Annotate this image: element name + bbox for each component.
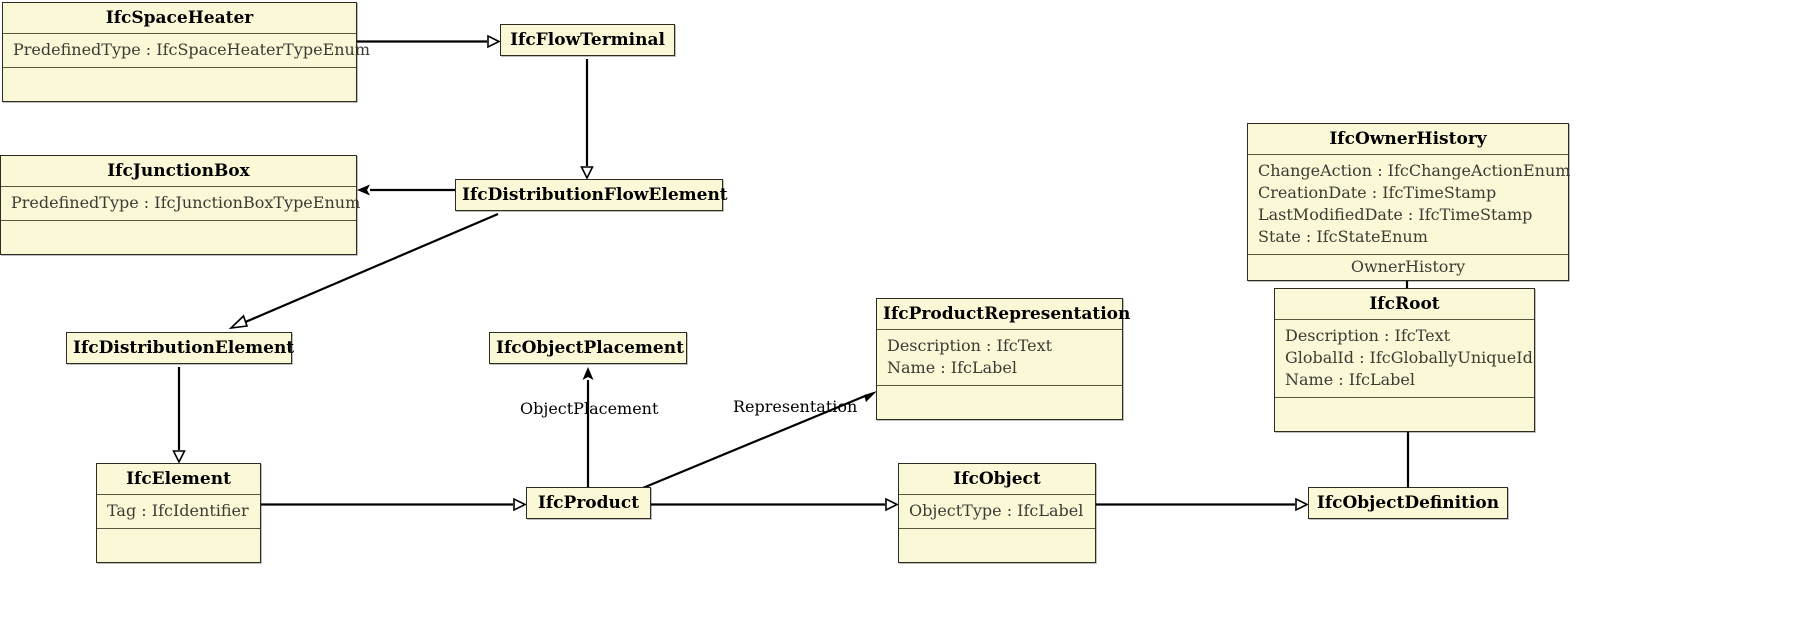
- association-role-label: OwnerHistory: [1350, 257, 1466, 276]
- class-operations-empty: [1, 221, 356, 254]
- attribute: PredefinedType : IfcJunctionBoxTypeEnum: [11, 193, 361, 212]
- class-title: IfcObject: [953, 469, 1041, 489]
- class-box-ifcproductrepresentation[interactable]: IfcProductRepresentation Description : I…: [876, 298, 1131, 420]
- compartment-separator: [97, 494, 260, 495]
- class-operations-empty: [899, 529, 1095, 562]
- class-title: IfcObjectPlacement: [496, 338, 684, 358]
- compartment-separator: [3, 67, 356, 68]
- edge-label-representation: Representation: [733, 397, 858, 416]
- class-box-ifcproduct[interactable]: IfcProduct: [526, 487, 651, 519]
- class-title: IfcJunctionBox: [107, 161, 250, 181]
- class-operations-empty: [97, 529, 260, 562]
- class-box-ifcownerhistory[interactable]: IfcOwnerHistory ChangeAction : IfcChange…: [1247, 123, 1571, 281]
- compartment-separator: [1275, 397, 1534, 398]
- edge-label-objectplacement: ObjectPlacement: [520, 399, 659, 418]
- compartment-separator: [1248, 154, 1568, 155]
- compartment-separator: [1275, 319, 1534, 320]
- class-attributes: Description : IfcText Name : IfcLabel: [877, 330, 1122, 385]
- compartment-separator: [3, 33, 356, 34]
- edge-distributionelement-to-element: [172, 367, 186, 464]
- attribute: LastModifiedDate : IfcTimeStamp: [1258, 205, 1533, 224]
- class-attributes: PredefinedType : IfcJunctionBoxTypeEnum: [1, 187, 361, 220]
- class-box-ifcobjectplacement[interactable]: IfcObjectPlacement: [489, 332, 687, 364]
- class-title: IfcOwnerHistory: [1329, 129, 1487, 149]
- class-box-ifcflowterminal[interactable]: IfcFlowTerminal: [500, 24, 675, 56]
- class-box-ifcjunctionbox[interactable]: IfcJunctionBox PredefinedType : IfcJunct…: [0, 155, 361, 255]
- attribute: Name : IfcLabel: [887, 358, 1017, 377]
- compartment-separator: [877, 385, 1122, 386]
- class-title: IfcProductRepresentation: [883, 304, 1131, 324]
- class-operations-empty: [3, 68, 356, 101]
- class-attributes: ObjectType : IfcLabel: [899, 495, 1095, 528]
- edge-element-to-product: [261, 497, 527, 512]
- edge-flowterminal-to-distributionflowelement: [580, 59, 594, 180]
- edge-product-to-objectplacement: [582, 367, 594, 487]
- class-box-ifcelement[interactable]: IfcElement Tag : IfcIdentifier: [96, 463, 261, 563]
- attribute: Name : IfcLabel: [1285, 370, 1415, 389]
- compartment-separator: [899, 528, 1095, 529]
- compartment-separator: [97, 528, 260, 529]
- class-title: IfcDistributionElement: [73, 338, 295, 358]
- compartment-separator: [877, 329, 1122, 330]
- class-box-ifcobject[interactable]: IfcObject ObjectType : IfcLabel: [898, 463, 1096, 563]
- class-box-ifcobjectdefinition[interactable]: IfcObjectDefinition: [1308, 487, 1508, 519]
- attribute: Tag : IfcIdentifier: [107, 501, 249, 520]
- attribute: ObjectType : IfcLabel: [909, 501, 1084, 520]
- attribute: PredefinedType : IfcSpaceHeaterTypeEnum: [13, 40, 371, 59]
- class-title: IfcElement: [126, 469, 231, 489]
- compartment-separator: [1248, 254, 1568, 255]
- attribute: Description : IfcText: [1285, 326, 1451, 345]
- compartment-separator: [1, 220, 356, 221]
- attribute: GlobalId : IfcGloballyUniqueId: [1285, 348, 1533, 367]
- class-box-ifcspaceheater[interactable]: IfcSpaceHeater PredefinedType : IfcSpace…: [2, 2, 371, 102]
- edge-product-to-object: [651, 497, 899, 512]
- edge-spaceheater-to-flowterminal: [357, 34, 501, 49]
- class-attributes: PredefinedType : IfcSpaceHeaterTypeEnum: [3, 34, 371, 67]
- class-box-ifcdistributionelement[interactable]: IfcDistributionElement: [66, 332, 295, 364]
- attribute: CreationDate : IfcTimeStamp: [1258, 183, 1497, 202]
- attribute: State : IfcStateEnum: [1258, 227, 1428, 246]
- class-operations-empty: [877, 386, 1122, 419]
- class-box-ifcroot[interactable]: IfcRoot Description : IfcText GlobalId :…: [1274, 288, 1535, 432]
- class-attributes: ChangeAction : IfcChangeActionEnum Creat…: [1248, 155, 1571, 254]
- class-title: IfcDistributionFlowElement: [462, 185, 728, 205]
- class-title: IfcFlowTerminal: [510, 30, 665, 50]
- class-title: IfcObjectDefinition: [1316, 493, 1500, 513]
- compartment-separator: [899, 494, 1095, 495]
- class-attributes: Description : IfcText GlobalId : IfcGlob…: [1275, 320, 1534, 397]
- edge-object-to-objectdefinition: [1096, 497, 1309, 512]
- class-title: IfcProduct: [537, 493, 640, 513]
- class-title: IfcRoot: [1369, 294, 1440, 314]
- attribute: Description : IfcText: [887, 336, 1053, 355]
- edge-distributionflowelement-to-junctionbox: [357, 184, 455, 196]
- class-box-ifcdistributionflowelement[interactable]: IfcDistributionFlowElement: [455, 179, 728, 211]
- attribute: ChangeAction : IfcChangeActionEnum: [1258, 161, 1571, 180]
- class-attributes: Tag : IfcIdentifier: [97, 495, 260, 528]
- compartment-separator: [1, 186, 356, 187]
- class-operations-empty: [1275, 398, 1534, 431]
- class-title: IfcSpaceHeater: [105, 8, 254, 28]
